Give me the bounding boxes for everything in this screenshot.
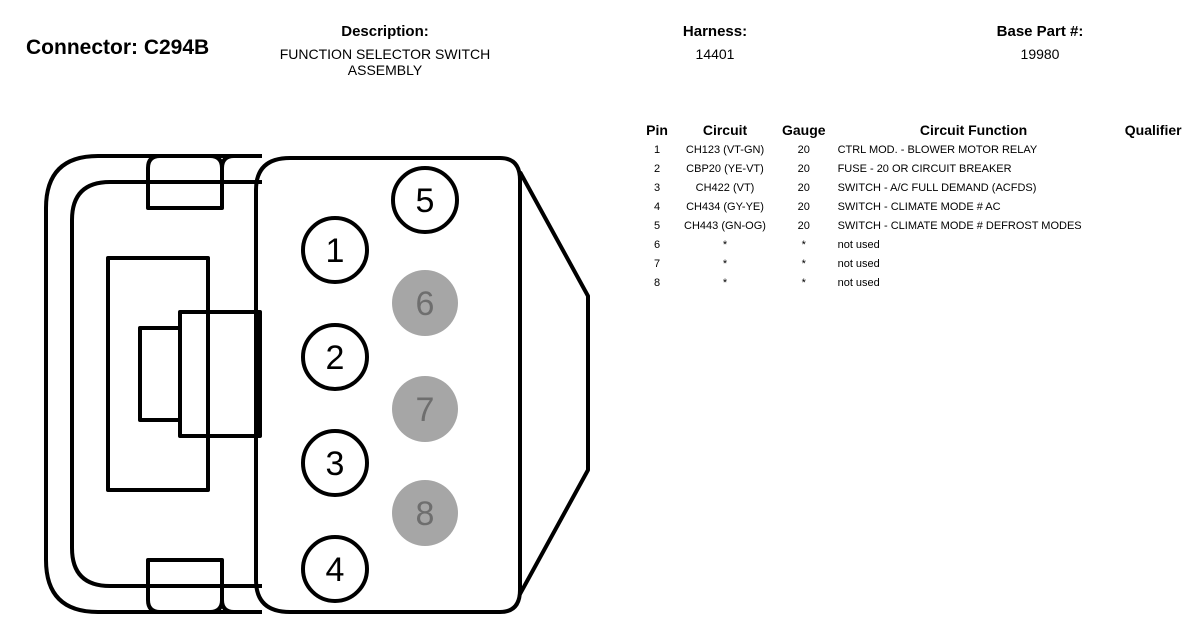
cell-gauge: 20 xyxy=(797,182,810,194)
cell-function: not used xyxy=(837,239,880,251)
cell-circuit: * xyxy=(722,258,728,270)
cell-circuit: CH422 (VT) xyxy=(695,182,755,194)
cell-pin: 2 xyxy=(653,163,661,175)
header-pin: Pin xyxy=(646,122,668,138)
table-row: 6 * * not used xyxy=(640,236,1188,255)
pin-3-hole xyxy=(301,429,369,497)
harness-value: 14401 xyxy=(695,46,735,62)
cell-gauge: 20 xyxy=(797,220,810,232)
table-row: 4 CH434 (GY-YE) 20 SWITCH - CLIMATE MODE… xyxy=(640,198,1188,217)
pin-holes: 1 2 3 4 5 6 7 8 xyxy=(301,166,459,603)
cell-pin: 5 xyxy=(653,220,661,232)
cell-gauge: 20 xyxy=(797,201,810,213)
cell-gauge: * xyxy=(801,239,806,251)
latch-top-right xyxy=(220,154,262,208)
cell-qualifier xyxy=(1116,179,1188,198)
cell-gauge: * xyxy=(801,277,806,289)
pin-1-label: 1 xyxy=(326,232,345,270)
latch-bottom-right xyxy=(220,560,262,614)
side-clip-frame xyxy=(106,256,210,492)
cell-function: CTRL MOD. - BLOWER MOTOR RELAY xyxy=(837,144,1038,156)
connector-face-diagram: 1 2 3 4 5 6 7 8 xyxy=(44,154,590,614)
table-row: 3 CH422 (VT) 20 SWITCH - A/C FULL DEMAND… xyxy=(640,179,1188,198)
base-part-value: 19980 xyxy=(1020,46,1060,62)
cell-gauge: * xyxy=(801,258,806,270)
cell-gauge: 20 xyxy=(797,163,810,175)
pin-2-label: 2 xyxy=(326,339,345,377)
housing-inner xyxy=(70,180,262,588)
header-circuit: Circuit xyxy=(702,122,748,138)
cell-circuit: CH123 (VT-GN) xyxy=(685,144,765,156)
cell-circuit: CH443 (GN-OG) xyxy=(684,220,766,232)
header-gauge: Gauge xyxy=(782,122,826,138)
description-value: FUNCTION SELECTOR SWITCH ASSEMBLY xyxy=(279,46,491,78)
description-label: Description: xyxy=(341,23,429,40)
cell-qualifier xyxy=(1116,198,1188,217)
pin-8-hole xyxy=(392,480,458,546)
cell-qualifier xyxy=(1116,217,1188,236)
pin-6-hole xyxy=(392,270,458,336)
cell-function: not used xyxy=(837,277,880,289)
pin-8-label: 8 xyxy=(416,495,435,533)
table-row: 8 * * not used xyxy=(640,274,1188,293)
cell-qualifier xyxy=(1116,255,1188,274)
pin-5-label: 5 xyxy=(416,182,435,220)
pin-6-label: 6 xyxy=(416,285,435,323)
side-clip-inner xyxy=(178,310,262,438)
cell-qualifier xyxy=(1116,274,1188,293)
pin-7-label: 7 xyxy=(416,391,435,429)
table-row: 2 CBP20 (YE-VT) 20 FUSE - 20 OR CIRCUIT … xyxy=(640,160,1188,179)
cell-pin: 8 xyxy=(653,277,661,289)
cell-circuit: CBP20 (YE-VT) xyxy=(686,163,764,175)
table-row: 1 CH123 (VT-GN) 20 CTRL MOD. - BLOWER MO… xyxy=(640,141,1188,160)
table-row: 5 CH443 (GN-OG) 20 SWITCH - CLIMATE MODE… xyxy=(640,217,1188,236)
harness-label: Harness: xyxy=(682,23,748,40)
cell-function: FUSE - 20 OR CIRCUIT BREAKER xyxy=(837,163,1012,175)
pin-7-hole xyxy=(392,376,458,442)
table-header-row: Pin Circuit Gauge Circuit Function Quali… xyxy=(640,122,1188,141)
cell-qualifier xyxy=(1116,236,1188,255)
description-block: Description: FUNCTION SELECTOR SWITCH AS… xyxy=(250,23,520,78)
cell-qualifier xyxy=(1116,160,1188,179)
cell-function: SWITCH - CLIMATE MODE # DEFROST MODES xyxy=(837,220,1082,232)
pin-5-hole xyxy=(391,166,459,234)
cell-qualifier xyxy=(1116,141,1188,160)
connector-nose xyxy=(518,171,590,595)
housing-outer xyxy=(44,154,262,614)
cell-gauge: 20 xyxy=(797,144,810,156)
connector-title: Connector: C294B xyxy=(26,36,210,59)
table-row: 7 * * not used xyxy=(640,255,1188,274)
cell-circuit: * xyxy=(722,239,728,251)
base-part-block: Base Part #: 19980 xyxy=(960,23,1120,62)
cell-pin: 1 xyxy=(653,144,661,156)
pin-3-label: 3 xyxy=(326,445,345,483)
pin-4-hole xyxy=(301,535,369,603)
pin-circuit-table: Pin Circuit Gauge Circuit Function Quali… xyxy=(640,122,1188,293)
cell-function: SWITCH - CLIMATE MODE # AC xyxy=(837,201,1001,213)
harness-block: Harness: 14401 xyxy=(640,23,790,62)
cell-pin: 6 xyxy=(653,239,661,251)
pin-face xyxy=(254,156,522,614)
header-qualifier: Qualifier xyxy=(1124,122,1182,138)
cell-pin: 3 xyxy=(653,182,661,194)
cell-function: SWITCH - A/C FULL DEMAND (ACFDS) xyxy=(837,182,1037,194)
header-circuit-function: Circuit Function xyxy=(919,122,1028,138)
cell-circuit: * xyxy=(722,277,728,289)
cell-pin: 4 xyxy=(653,201,661,213)
cell-pin: 7 xyxy=(653,258,661,270)
pin-2-hole xyxy=(301,323,369,391)
base-part-label: Base Part #: xyxy=(996,23,1084,40)
pin-1-hole xyxy=(301,216,369,284)
cell-circuit: CH434 (GY-YE) xyxy=(686,201,764,213)
side-clip-outer xyxy=(138,326,182,422)
cell-function: not used xyxy=(837,258,880,270)
pin-4-label: 4 xyxy=(326,551,345,589)
connector-outline xyxy=(44,154,590,614)
